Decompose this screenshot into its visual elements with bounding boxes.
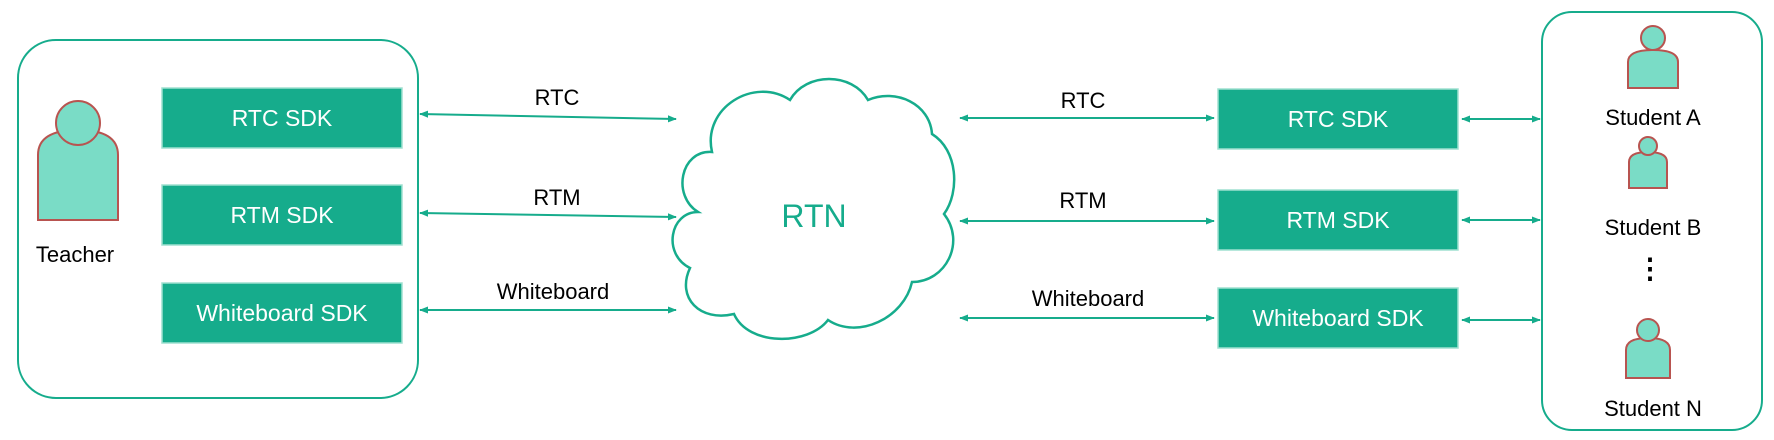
teacher-whiteboard-sdk-box: Whiteboard SDK bbox=[161, 282, 403, 344]
left-rtc-label: RTC bbox=[535, 85, 580, 110]
student-n-label: Student N bbox=[1604, 396, 1702, 421]
teacher-rtc-sdk-box: RTC SDK bbox=[161, 87, 403, 149]
right-rtc-label: RTC bbox=[1061, 88, 1106, 113]
left-rtm-arrow bbox=[419, 209, 677, 221]
teacher-label: Teacher bbox=[36, 242, 114, 267]
student-rtc-sdk-label: RTC SDK bbox=[1288, 106, 1389, 132]
teacher-whiteboard-sdk-label: Whiteboard SDK bbox=[196, 300, 368, 326]
student-whiteboard-sdk-box: Whiteboard SDK bbox=[1217, 287, 1459, 349]
students-ellipsis: ⋮ bbox=[1636, 253, 1664, 284]
right-rtm-label: RTM bbox=[1059, 188, 1106, 213]
student-a-person-icon bbox=[1627, 25, 1679, 89]
rtn-cloud: RTN bbox=[671, 77, 956, 340]
teacher-rtm-sdk-box: RTM SDK bbox=[161, 184, 403, 246]
right-whiteboard-label: Whiteboard bbox=[1032, 286, 1145, 311]
student-rtm-sdk-box: RTM SDK bbox=[1217, 189, 1459, 251]
rtn-label: RTN bbox=[781, 198, 846, 234]
students-container bbox=[1541, 11, 1763, 431]
teacher-rtc-sdk-label: RTC SDK bbox=[232, 105, 333, 131]
student-a-label: Student A bbox=[1605, 105, 1701, 130]
student-n-person-icon bbox=[1625, 318, 1671, 379]
left-rtm-label: RTM bbox=[533, 185, 580, 210]
student-whiteboard-sdk-label: Whiteboard SDK bbox=[1252, 305, 1424, 331]
left-whiteboard-label: Whiteboard bbox=[497, 279, 610, 304]
student-rtm-sdk-label: RTM SDK bbox=[1286, 207, 1390, 233]
student-b-label: Student B bbox=[1605, 215, 1702, 240]
student-rtc-sdk-box: RTC SDK bbox=[1217, 88, 1459, 150]
teacher-person-icon bbox=[37, 100, 119, 221]
left-rtc-arrow bbox=[419, 110, 677, 123]
student-b-person-icon bbox=[1628, 136, 1668, 189]
teacher-rtm-sdk-label: RTM SDK bbox=[230, 202, 334, 228]
